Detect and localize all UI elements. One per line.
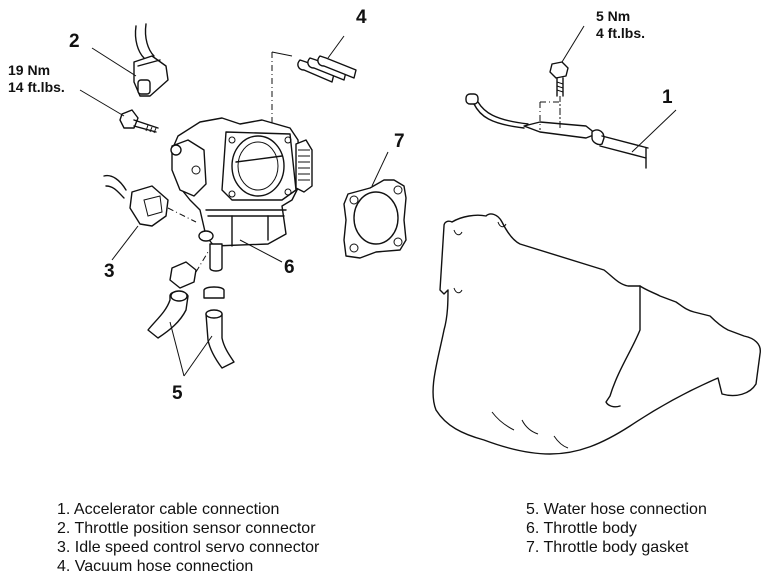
callout-6: 6 — [284, 257, 295, 278]
legend-item: 6. Throttle body — [526, 520, 637, 537]
torque-spec-cable-bracket-bolt: 5 Nm 4 ft.lbs. — [596, 8, 645, 42]
legend-left: 1. Accelerator cable connection 2. Throt… — [57, 500, 319, 576]
throttle-body-gasket — [343, 179, 407, 259]
callout-7: 7 — [394, 131, 405, 152]
legend-item: 3. Idle speed control servo connector — [57, 539, 320, 556]
idle-speed-control-servo-connector — [103, 174, 197, 227]
callout-2: 2 — [69, 31, 80, 52]
tps-mounting-bolt — [119, 109, 159, 134]
legend-item: 2. Throttle position sensor connector — [57, 520, 316, 537]
callout-4: 4 — [356, 7, 367, 28]
torque-imperial: 4 ft.lbs. — [596, 25, 646, 41]
throttle-position-sensor-connector — [133, 23, 169, 97]
callout-1: 1 — [662, 87, 673, 108]
torque-spec-tps-bolt: 19 Nm 14 ft.lbs. — [8, 62, 65, 96]
exploded-diagram — [79, 23, 761, 455]
legend-item: 5. Water hose connection — [526, 501, 707, 518]
intake-manifold — [432, 213, 761, 455]
callout-5: 5 — [172, 383, 183, 404]
throttle-body — [170, 117, 313, 272]
torque-imperial: 14 ft.lbs. — [8, 79, 65, 95]
legend-item: 7. Throttle body gasket — [526, 539, 689, 556]
torque-metric: 19 Nm — [8, 62, 51, 78]
legend-item: 1. Accelerator cable connection — [57, 501, 280, 518]
water-hose-connection — [147, 251, 235, 369]
leader-lines — [79, 25, 677, 377]
vacuum-hose-connection — [271, 51, 357, 140]
legend-item: 4. Vacuum hose connection — [57, 558, 254, 575]
callout-3: 3 — [104, 261, 115, 282]
torque-metric: 5 Nm — [596, 8, 631, 24]
legend-right: 5. Water hose connection 6. Throttle bod… — [526, 500, 707, 557]
accelerator-cable-assembly — [465, 61, 649, 169]
